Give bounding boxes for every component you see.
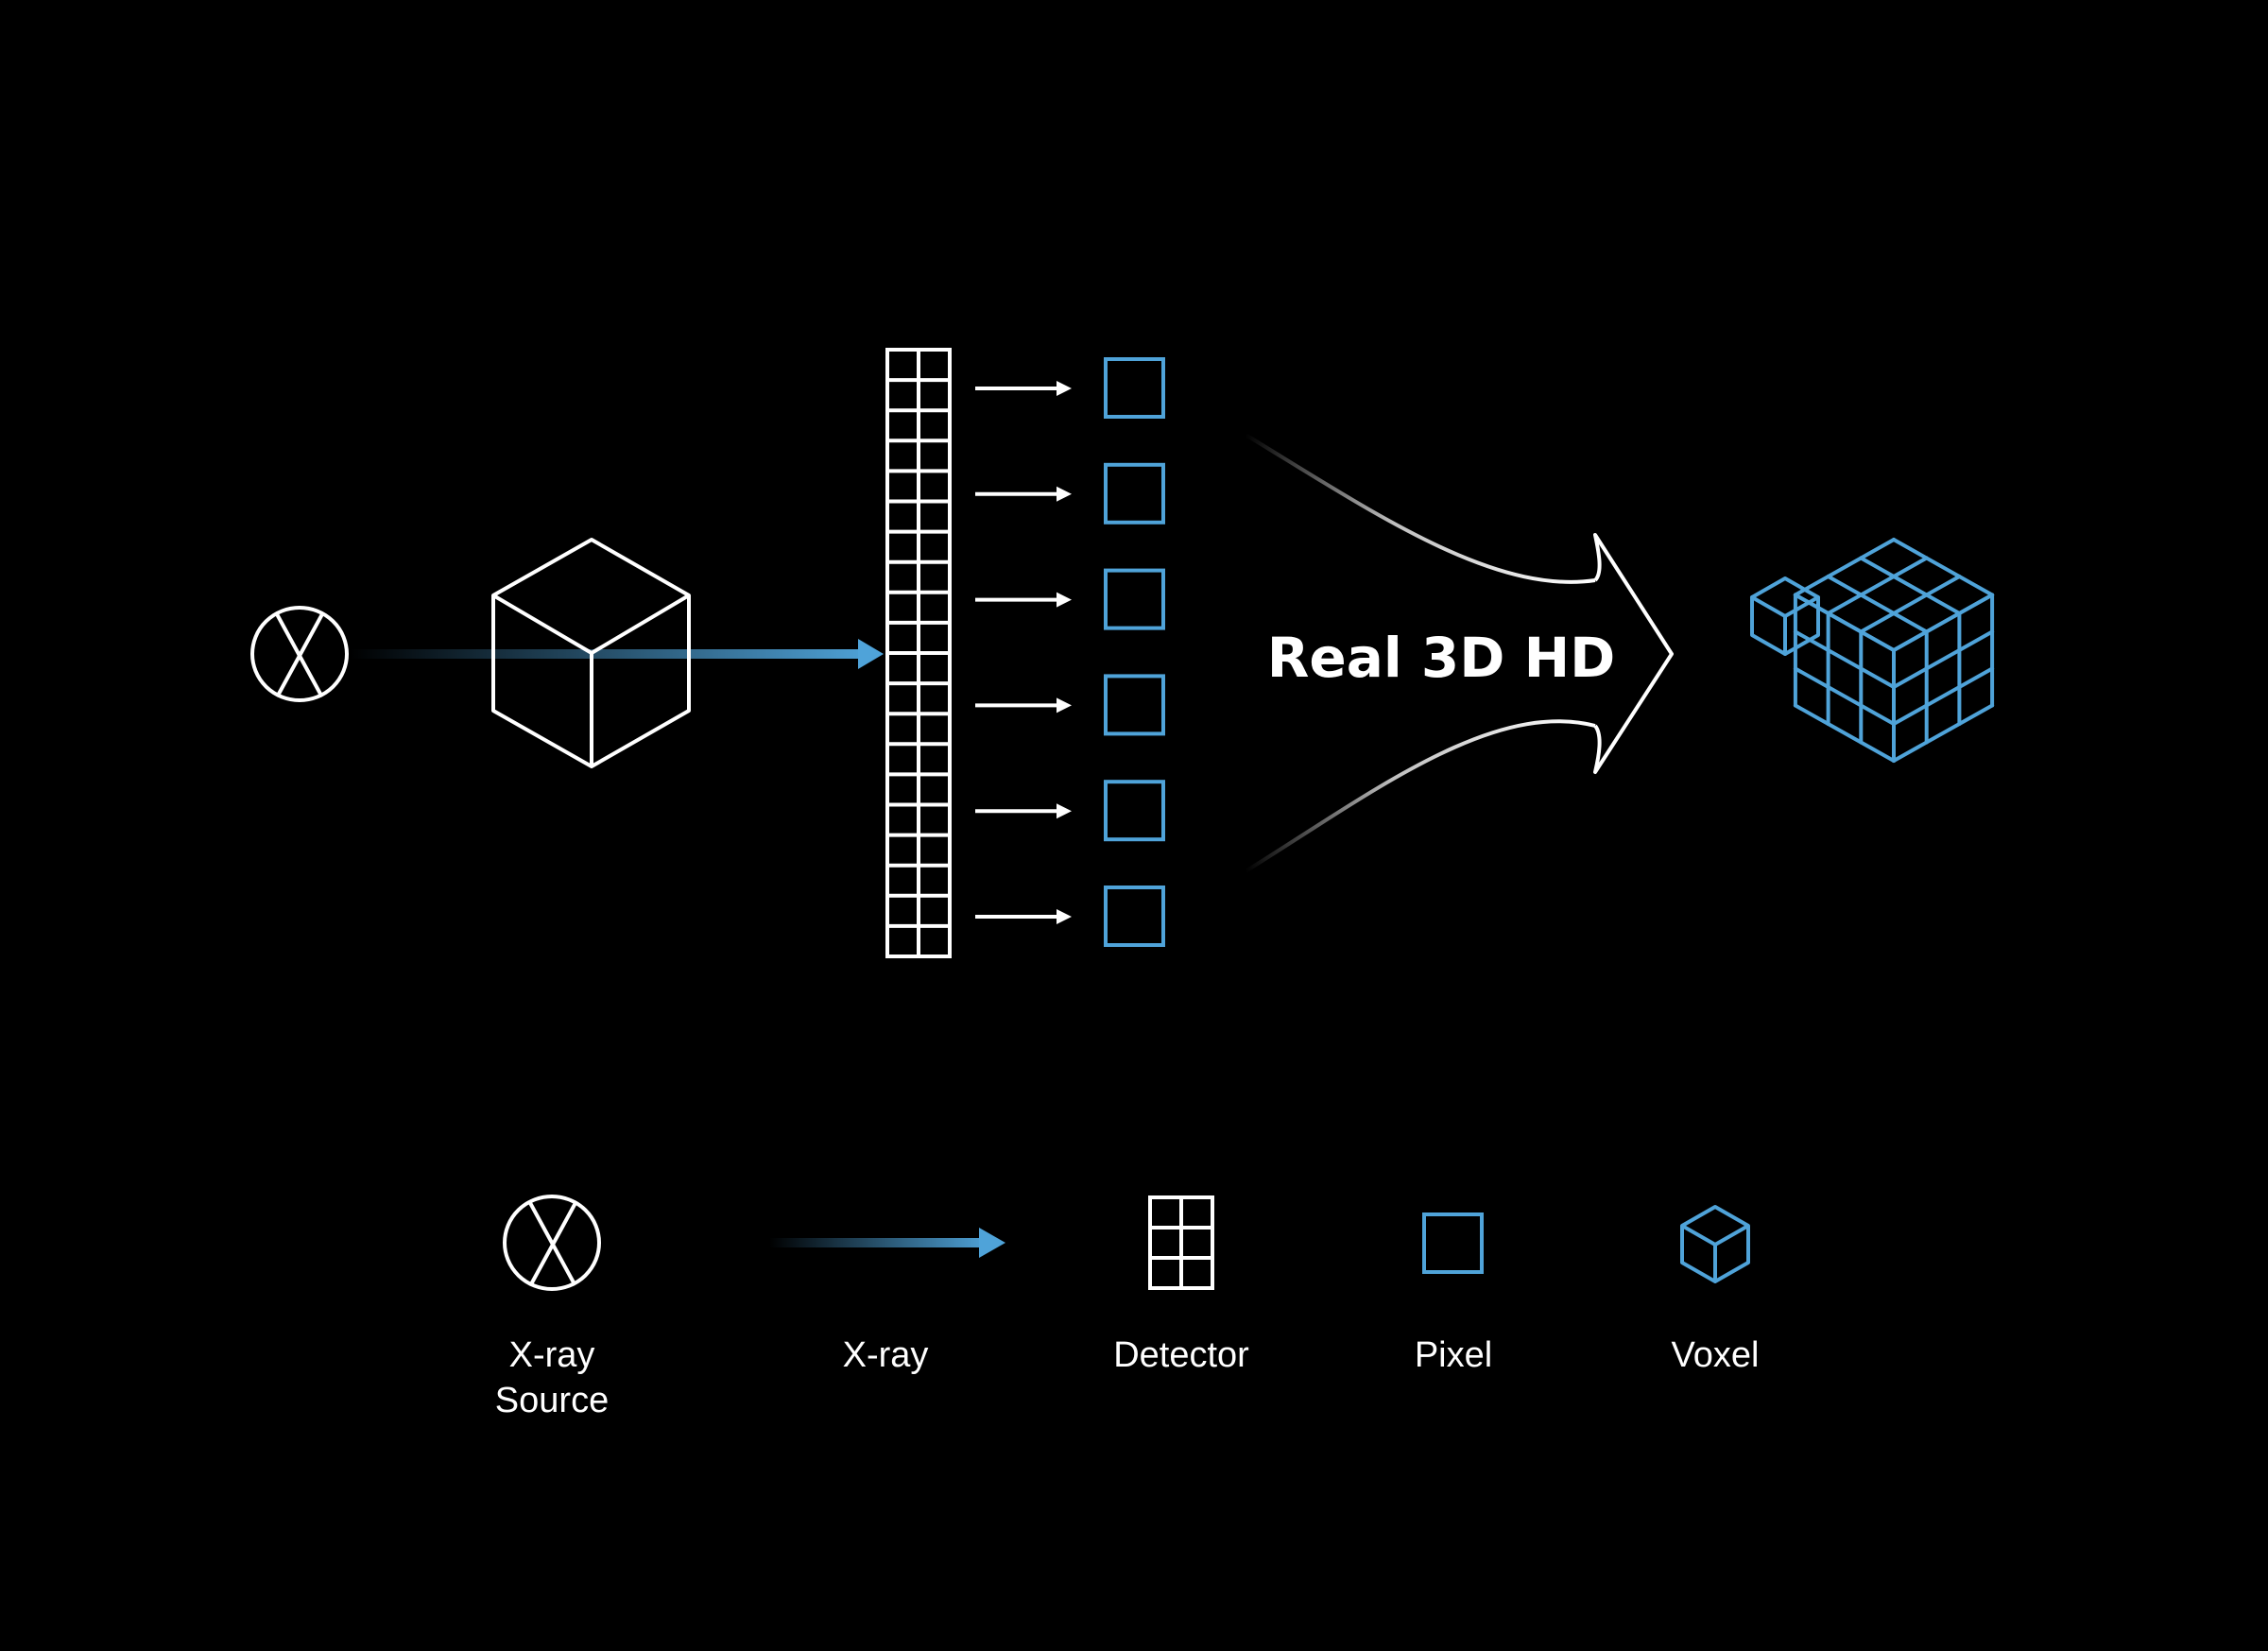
legend-xray-source-label-line2: Source bbox=[495, 1381, 609, 1420]
voxel-grid-line bbox=[1793, 666, 1896, 726]
pixel-icon bbox=[1104, 462, 1165, 525]
small-arrow-head bbox=[1057, 486, 1072, 502]
pixel-icon bbox=[1104, 780, 1165, 842]
pixel-row bbox=[975, 357, 1165, 419]
pixel-icon bbox=[1104, 674, 1165, 736]
pixel-row bbox=[975, 886, 1165, 947]
voxel-grid-line bbox=[1793, 629, 1896, 689]
legend-pixel-label: Pixel bbox=[1415, 1335, 1492, 1375]
pixel-icon bbox=[1104, 568, 1165, 630]
object-cube-icon bbox=[491, 538, 691, 768]
pixel-row bbox=[975, 674, 1165, 736]
pixel-row bbox=[975, 462, 1165, 525]
legend-voxel-icon bbox=[1680, 1205, 1750, 1283]
voxel-grid-line bbox=[1826, 556, 1929, 615]
small-arrow-head bbox=[1057, 909, 1072, 924]
headline: Real 3D HD bbox=[1267, 626, 1616, 690]
voxel-grid-line bbox=[1892, 629, 1995, 689]
legend: X-ray Source X-ray Detector Pixel Voxel bbox=[495, 1195, 1760, 1420]
legend-voxel-label: Voxel bbox=[1672, 1335, 1760, 1375]
voxel-grid-line bbox=[1892, 666, 1995, 726]
voxel-grid-line bbox=[1859, 556, 1962, 615]
voxel-grid-line bbox=[1793, 538, 1896, 597]
voxel-grid-line bbox=[1892, 703, 1995, 763]
voxel-cluster-icon bbox=[1750, 538, 1995, 763]
legend-pixel-icon bbox=[1422, 1212, 1484, 1274]
pixel-row bbox=[975, 568, 1165, 630]
voxel-grid-line bbox=[1859, 575, 1962, 634]
legend-xray-source-icon bbox=[503, 1195, 601, 1291]
voxel-grid-line bbox=[1892, 593, 1995, 652]
detector-icon bbox=[885, 348, 952, 958]
pixel-row bbox=[975, 780, 1165, 842]
xray-beam bbox=[350, 639, 884, 669]
legend-xray-source-label-line1: X-ray bbox=[509, 1335, 595, 1375]
legend-xray-beam-icon bbox=[769, 1228, 1005, 1258]
big-arrow-icon bbox=[1244, 433, 1674, 873]
xray-source-icon bbox=[250, 606, 349, 702]
small-arrow-head bbox=[1057, 697, 1072, 714]
voxel-grid-line bbox=[1826, 575, 1929, 634]
pixel-icon bbox=[1104, 886, 1165, 947]
small-arrow-head bbox=[1057, 592, 1072, 608]
pixel-icon bbox=[1104, 357, 1165, 419]
legend-xray-label: X-ray bbox=[843, 1335, 929, 1375]
legend-detector-icon bbox=[1148, 1195, 1214, 1290]
voxel-grid-line bbox=[1793, 593, 1896, 652]
pixel-rows bbox=[975, 357, 1165, 947]
small-arrow-head bbox=[1057, 381, 1072, 396]
legend-detector-label: Detector bbox=[1113, 1335, 1249, 1375]
small-voxel-icon bbox=[1750, 576, 1820, 656]
voxel-grid-line bbox=[1793, 703, 1896, 763]
voxel-grid-line bbox=[1892, 538, 1995, 597]
small-arrow-head bbox=[1057, 803, 1072, 819]
